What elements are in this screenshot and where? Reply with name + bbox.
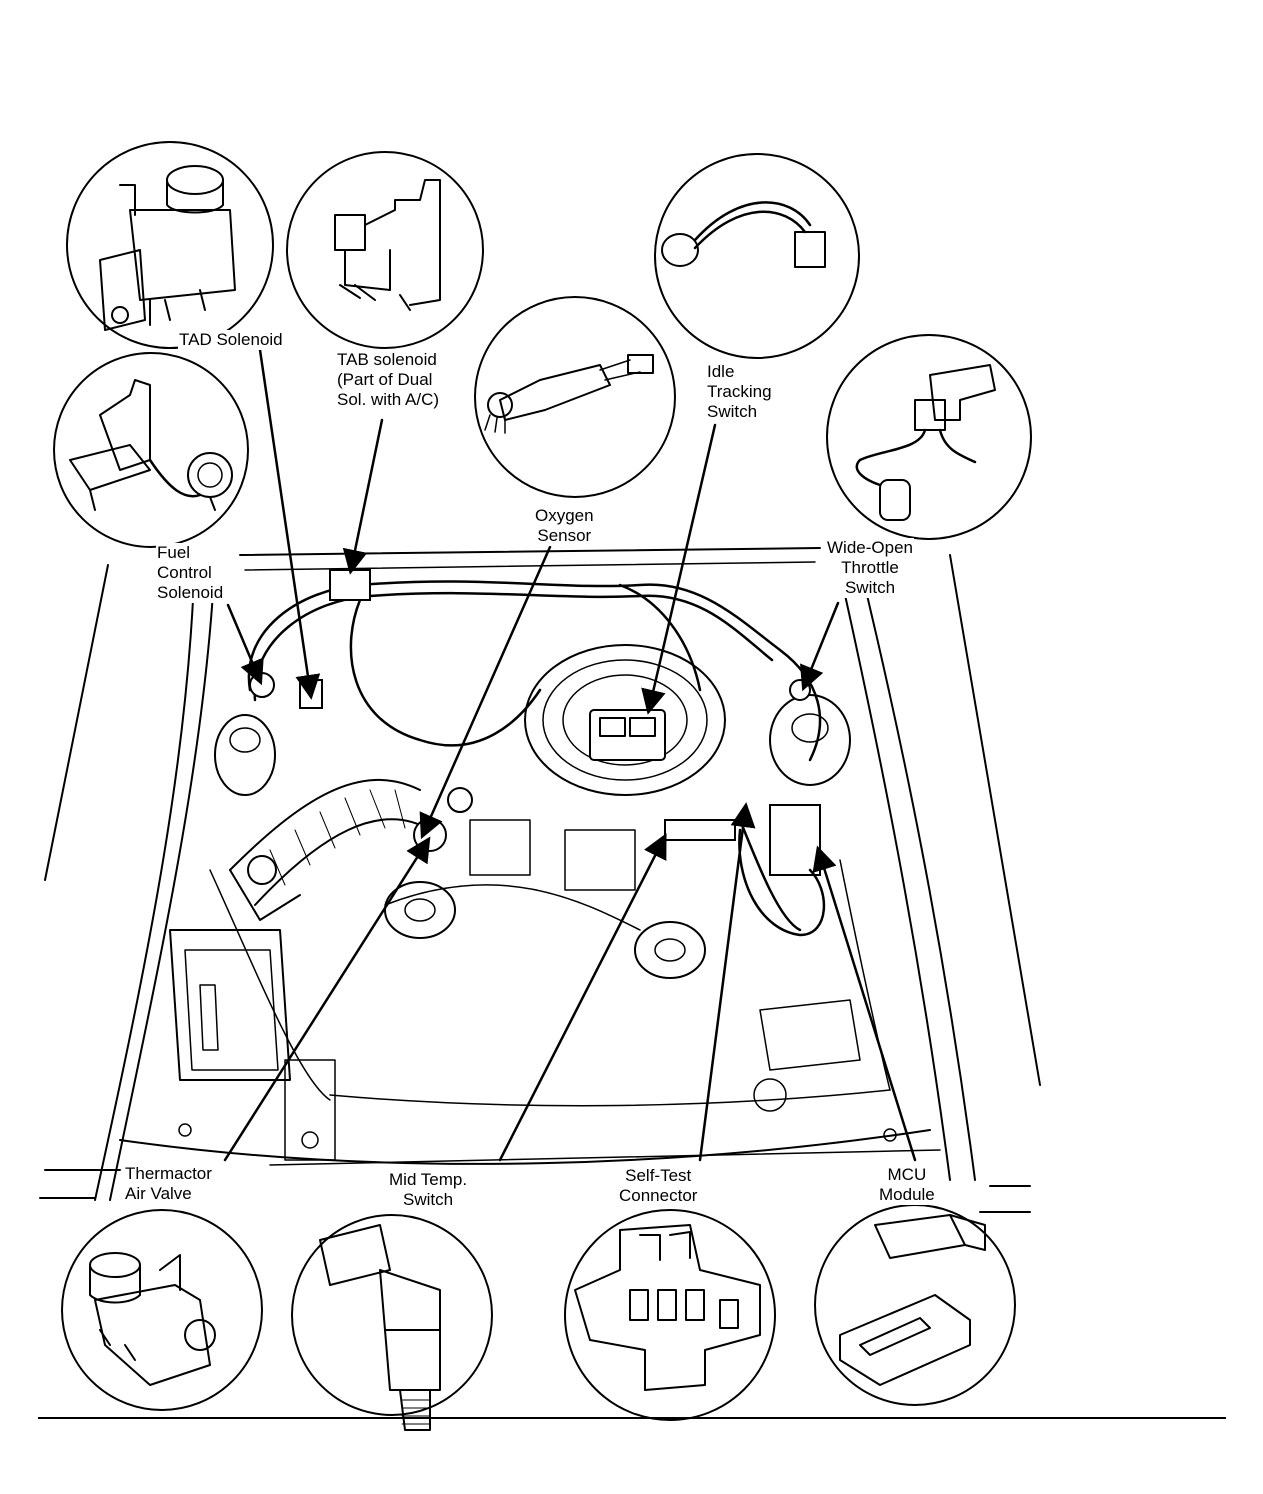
thermactor-air-valve-drawing [89,1252,216,1386]
thermactor-air-valve-callout [61,1209,263,1411]
air-duct [229,779,431,921]
oxygen-sensor-leader [419,545,552,840]
oxygen-sensor-line-1: Oxygen [535,506,594,525]
self-test-line-2: Connector [619,1186,698,1205]
wot-line-2: Throttle [841,558,899,577]
leader-lines [223,348,917,1162]
fuel-control-solenoid-drawing [69,379,233,511]
tad-solenoid-callout [66,141,274,349]
wot-switch-leader [800,601,840,692]
idle-tracking-line-1: Idle [707,362,735,381]
label-mcu-module: MCU Module [878,1165,936,1205]
fuel-control-leader [226,603,264,686]
engine-mounted-parts [249,569,826,937]
tad-solenoid-leader [258,348,321,700]
thermactor-line-1: Thermactor [125,1164,212,1183]
idle-tracking-line-3: Switch [707,402,758,421]
tad-solenoid-drawing [99,165,236,331]
thermactor-line-2: Air Valve [125,1184,192,1203]
wot-line-3: Switch [844,578,896,597]
mid-temp-line-2: Switch [403,1190,454,1209]
mid-temp-line-1: Mid Temp. [389,1170,468,1189]
mid-temp-switch-drawing [319,1224,441,1431]
label-tab-solenoid: TAB solenoid (Part of Dual Sol. with A/C… [336,350,441,410]
mcu-line-2: Module [879,1185,935,1204]
engine-bay-outline [39,544,1041,1213]
self-test-line-1: Self-Test [625,1166,692,1185]
battery [169,929,291,1081]
fuel-control-solenoid-callout [53,352,249,548]
radiator-support [178,999,897,1161]
wot-switch-callout [826,334,1032,540]
idle-tracking-leader [641,423,717,715]
tab-solenoid-callout [286,151,484,349]
tab-solenoid-drawing [334,179,441,311]
label-self-test-connector: Self-Test Connector [618,1166,699,1206]
fuel-control-line-2: Control [157,563,212,582]
wot-switch-drawing [855,364,996,521]
mcu-line-1: MCU [887,1165,927,1184]
self-test-connector-drawing [574,1224,761,1391]
self-test-connector-callout [564,1209,776,1421]
self-test-leader [698,802,756,1162]
label-idle-tracking-switch: Idle Tracking Switch [706,362,773,422]
strut-mounts [214,694,851,796]
label-wot-switch: Wide-Open Throttle Switch [826,538,914,598]
idle-tracking-line-2: Tracking [707,382,772,401]
fuel-control-line-3: Solenoid [157,583,224,602]
tad-solenoid-text: TAD Solenoid [179,330,283,349]
tab-solenoid-line-1: TAB solenoid [337,350,437,369]
label-fuel-control-solenoid: Fuel Control Solenoid [156,543,225,603]
mcu-module-drawing [839,1214,986,1386]
thermactor-leader [223,836,431,1162]
mid-temp-switch-callout [291,1214,493,1416]
tab-solenoid-line-3: Sol. with A/C) [337,390,440,409]
mcu-module-callout [814,1204,1016,1406]
mcu-module-leader [812,845,917,1162]
label-oxygen-sensor: Oxygen Sensor [534,506,595,546]
fuel-control-line-1: Fuel [157,543,191,562]
oxygen-sensor-callout [474,296,676,498]
label-thermactor-air-valve: Thermactor Air Valve [124,1164,213,1204]
idle-tracking-switch-callout [654,153,860,359]
wiring-harness [247,580,822,932]
callout-circles [53,141,1032,1421]
label-tad-solenoid: TAD Solenoid [178,330,284,350]
mid-temp-leader [498,833,667,1162]
idle-tracking-switch-drawing [661,201,826,268]
tab-solenoid-line-2: (Part of Dual [337,370,433,389]
wot-line-1: Wide-Open [827,538,913,557]
air-cleaner [524,644,726,796]
oxygen-sensor-line-2: Sensor [537,526,592,545]
tab-solenoid-leader [342,418,384,575]
oxygen-sensor-drawing [484,354,654,434]
label-mid-temp-switch: Mid Temp. Switch [388,1170,469,1210]
